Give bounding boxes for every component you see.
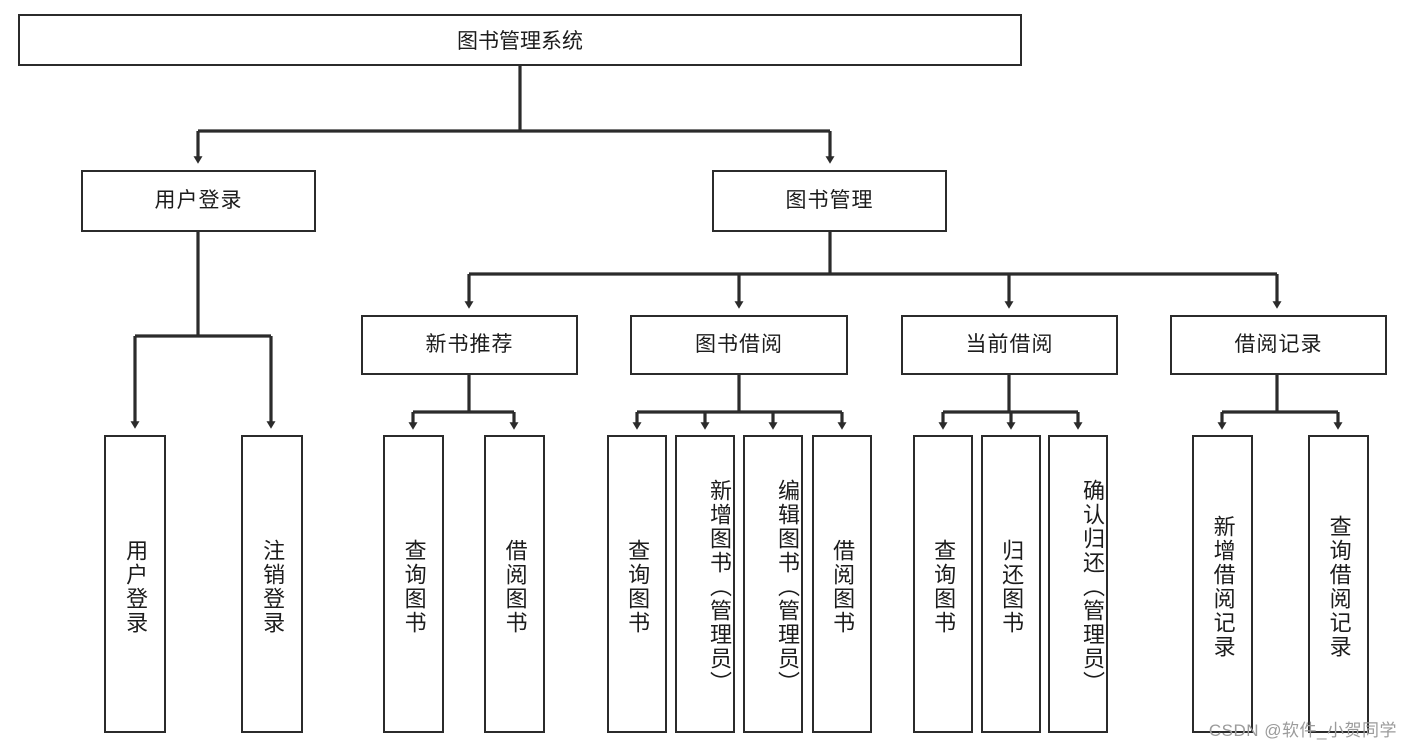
leaf-borrow-record-1[interactable]: 新增借阅记录 (1192, 435, 1253, 733)
node-label: 查询借阅记录 (1326, 515, 1352, 659)
node-label: 注销登录 (260, 539, 286, 635)
leaf-current-borrow-2[interactable]: 归还图书 (981, 435, 1041, 733)
node-label: 新书推荐 (425, 333, 514, 357)
leaf-book-borrow-2[interactable]: 新增图书（管理员） (675, 435, 735, 733)
node-label: 归还图书 (999, 539, 1025, 635)
node-label: 编辑图书（管理员） (775, 479, 800, 695)
node-label: 借阅图书 (502, 539, 528, 635)
node-label: 用户登录 (123, 539, 149, 635)
node-label: 查询图书 (401, 539, 427, 635)
node-root-book-management-system[interactable]: 图书管理系统 (18, 14, 1022, 66)
node-current-borrow[interactable]: 当前借阅 (901, 315, 1118, 375)
node-label: 借阅图书 (830, 539, 856, 635)
node-label: 当前借阅 (965, 333, 1054, 357)
node-label: 用户登录 (154, 189, 243, 213)
node-book-management[interactable]: 图书管理 (712, 170, 947, 232)
node-book-borrow[interactable]: 图书借阅 (630, 315, 848, 375)
node-new-book-recommend[interactable]: 新书推荐 (361, 315, 578, 375)
node-label: 查询图书 (931, 539, 957, 635)
node-label: 新增图书（管理员） (707, 479, 732, 695)
node-label: 图书借阅 (695, 333, 783, 357)
leaf-user-login-2[interactable]: 注销登录 (241, 435, 303, 733)
node-label: 新增借阅记录 (1210, 515, 1236, 659)
leaf-book-borrow-3[interactable]: 编辑图书（管理员） (743, 435, 803, 733)
node-label: 借阅记录 (1234, 333, 1323, 357)
leaf-book-borrow-4[interactable]: 借阅图书 (812, 435, 872, 733)
leaf-borrow-record-2[interactable]: 查询借阅记录 (1308, 435, 1369, 733)
leaf-new-book-recommend-1[interactable]: 查询图书 (383, 435, 444, 733)
leaf-current-borrow-1[interactable]: 查询图书 (913, 435, 973, 733)
csdn-watermark: CSDN @软件_小贺同学 (1208, 721, 1397, 740)
leaf-new-book-recommend-2[interactable]: 借阅图书 (484, 435, 545, 733)
leaf-user-login-1[interactable]: 用户登录 (104, 435, 166, 733)
node-label: 确认归还（管理员） (1080, 479, 1105, 695)
leaf-current-borrow-3[interactable]: 确认归还（管理员） (1048, 435, 1108, 733)
node-user-login[interactable]: 用户登录 (81, 170, 316, 232)
leaf-book-borrow-1[interactable]: 查询图书 (607, 435, 667, 733)
node-label: 图书管理 (785, 189, 874, 213)
node-label: 图书管理系统 (457, 30, 583, 53)
node-label: 查询图书 (625, 539, 651, 635)
node-borrow-record[interactable]: 借阅记录 (1170, 315, 1387, 375)
